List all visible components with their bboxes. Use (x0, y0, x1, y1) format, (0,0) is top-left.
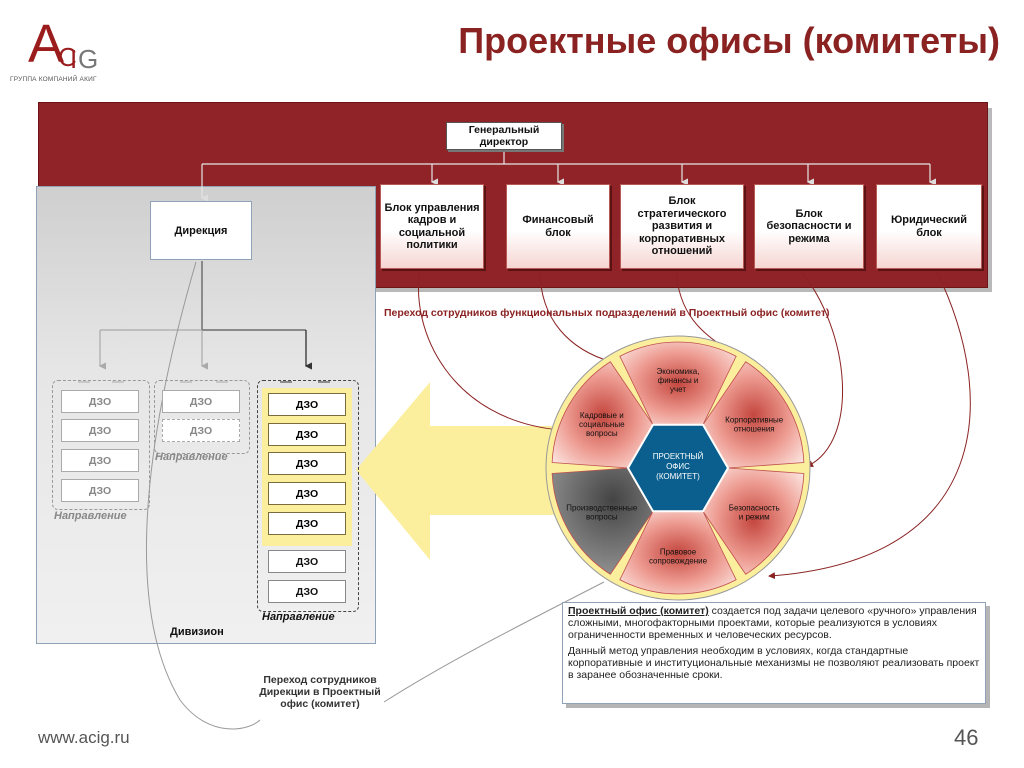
svg-text:I: I (70, 44, 77, 74)
description-text-1: создается под задачи целевого «ручного» … (568, 605, 977, 641)
transfer-label: Переход сотрудников функциональных подра… (384, 307, 830, 319)
block-strategy: Блок стратегического развития и корпорат… (620, 184, 744, 269)
direction-group-3 (257, 380, 359, 612)
svg-text:G: G (78, 44, 98, 74)
dzo-item: ДЗО (162, 419, 240, 442)
page-number: 46 (954, 725, 979, 750)
dzo-item: ДЗО (268, 423, 346, 446)
dzo-item: ДЗО (61, 419, 139, 442)
dzo-item: ДЗО (61, 449, 139, 472)
segment-economics (619, 341, 737, 426)
direction-label-3: Направление (262, 611, 335, 623)
dzo-item: ДЗО (61, 390, 139, 413)
dzo-item: ДЗО (162, 390, 240, 413)
description-heading: Проектный офис (комитет) (568, 605, 709, 617)
svg-text:C: C (58, 42, 77, 72)
footer-url[interactable]: www.acig.ru (38, 728, 130, 747)
direction-label-1: Направление (54, 510, 127, 522)
block-legal: Юридический блок (876, 184, 982, 269)
dzo-item: ДЗО (268, 393, 346, 416)
description-box: Проектный офис (комитет) создается под з… (562, 602, 986, 704)
dzo-item: ДЗО (268, 512, 346, 535)
directorate-transfer-label: Переход сотрудников Дирекции в Проектный… (259, 674, 381, 710)
dzo-item: ДЗО (268, 482, 346, 505)
dzo-item: ДЗО (268, 550, 346, 573)
block-security: Блок безопасности и режима (754, 184, 864, 269)
svg-text:A: A (28, 14, 64, 74)
logo-caption: ГРУППА КОМПАНИЙ АКИГ (10, 76, 97, 83)
segment-production (551, 467, 654, 575)
segment-legal (619, 510, 737, 595)
division-label: Дивизион (170, 626, 224, 638)
general-director-box: Генеральный директор (446, 122, 562, 150)
dzo-item: ДЗО (268, 452, 346, 475)
direction-group-2 (154, 380, 250, 454)
segment-security (702, 467, 805, 575)
dzo-item: ДЗО (268, 580, 346, 603)
direction-label-2: Направление (155, 451, 228, 463)
segment-hr (551, 361, 654, 469)
block-hr: Блок управления кадров и социальной поли… (380, 184, 484, 269)
description-text-2: Данный метод управления необходим в усло… (568, 645, 980, 681)
page-title: Проектные офисы (комитеты) (458, 20, 1000, 61)
segment-corporate (702, 361, 805, 469)
directorate-box: Дирекция (150, 201, 252, 260)
direction-group-1 (52, 380, 150, 510)
transfer-arrow (356, 382, 560, 560)
dzo-item: ДЗО (61, 479, 139, 502)
block-finance: Финансовый блок (506, 184, 610, 269)
acig-logo: A C I G (28, 14, 98, 74)
center-hexagon (626, 423, 730, 513)
